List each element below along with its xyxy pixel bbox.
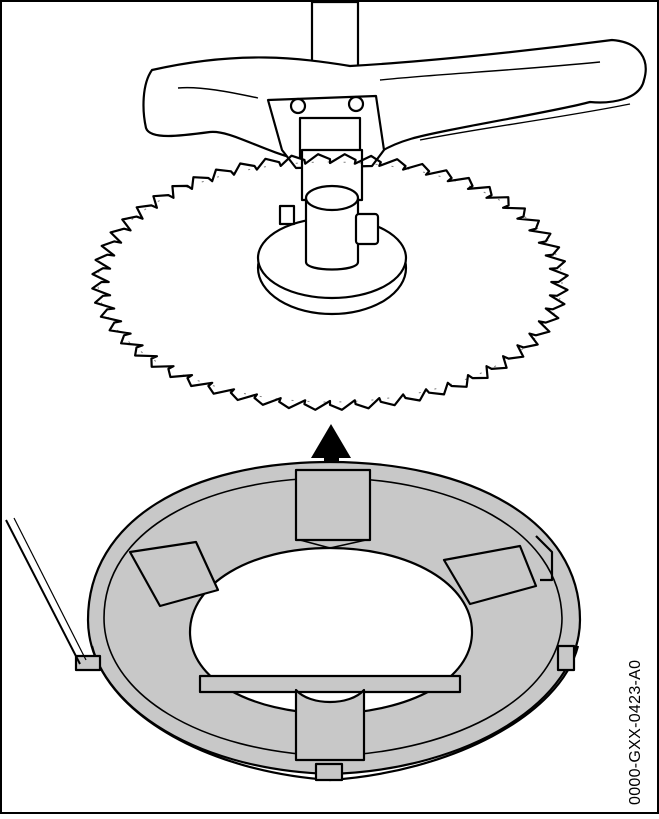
trimmer-head bbox=[142, 0, 647, 316]
transport-guard bbox=[74, 460, 582, 782]
carrying-strap bbox=[5, 519, 81, 665]
deflector-guard bbox=[142, 38, 647, 162]
figure-code: 0000-GXX-0423-A0 bbox=[627, 659, 644, 805]
saw-blade bbox=[91, 153, 569, 411]
